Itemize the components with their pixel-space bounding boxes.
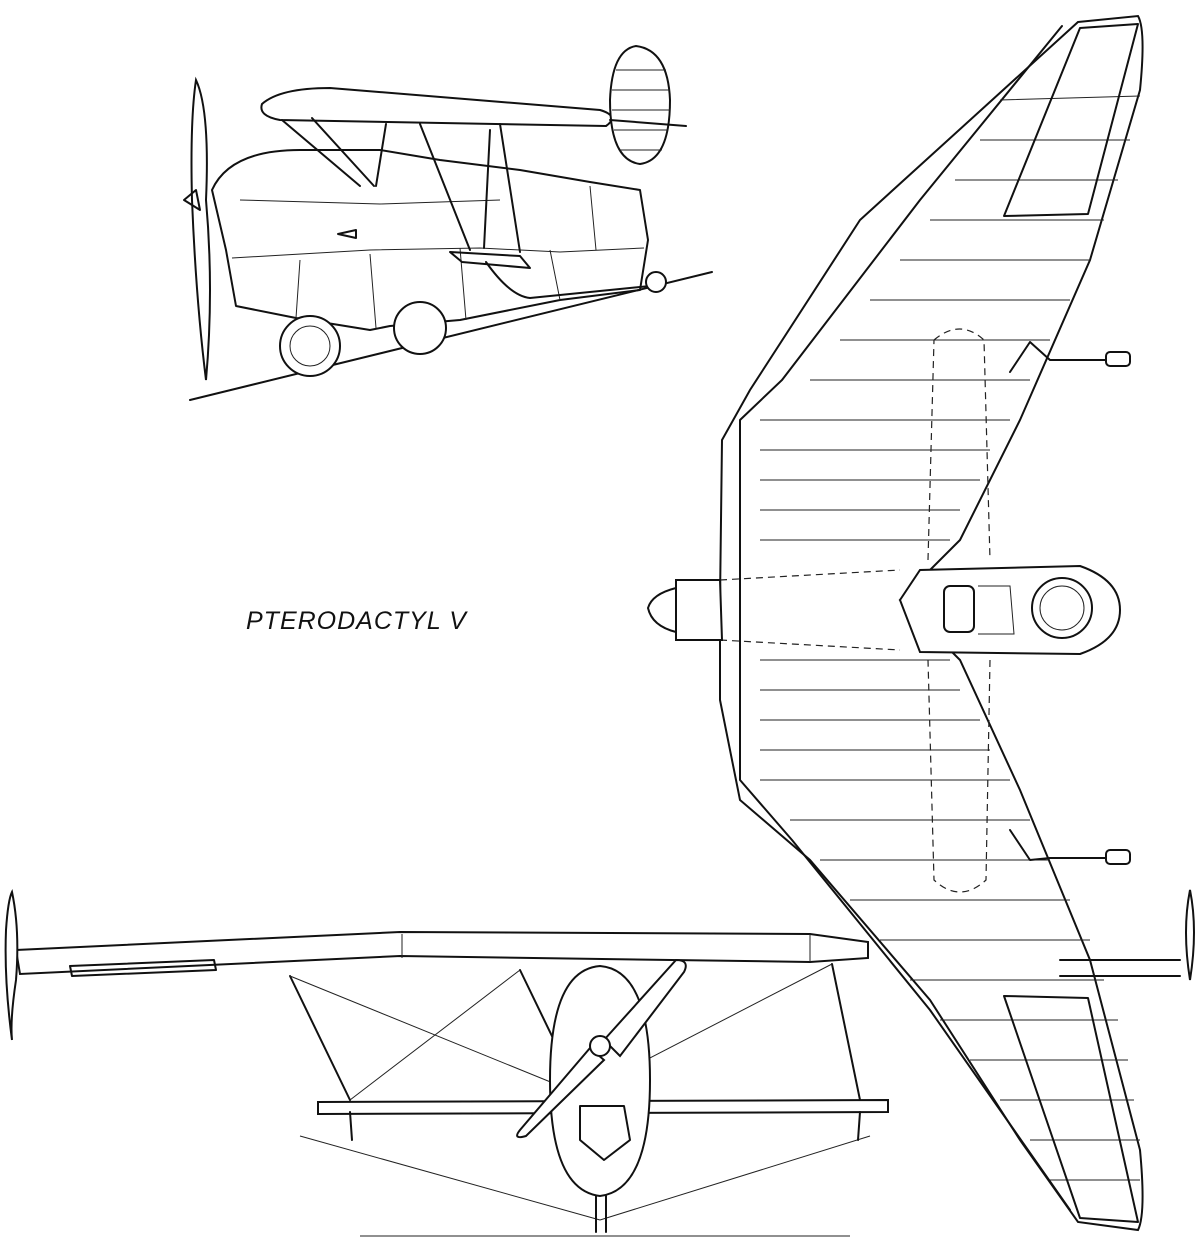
side-view [183,44,713,401]
front-view-propeller-blade-lower [516,1046,606,1139]
plan-view-tip-fitting-upper [1009,341,1117,373]
plan-view-tip-light-upper [1105,351,1131,367]
plan-view-engine-ring [1031,577,1093,639]
plan-view-spinner [646,586,677,634]
plan-view-tip-fitting-lower [1009,829,1117,861]
plan-view-dashed-outline [927,328,991,893]
front-view-tip-rudder [4,888,19,1041]
plan-view [646,14,1195,1232]
side-view-tip-rudder [608,44,672,166]
side-view-frames [295,185,597,329]
side-view-skid-fairing [449,251,531,269]
side-view-spinner [183,189,201,211]
side-view-fuselage [211,149,649,331]
plan-view-cockpit [943,585,975,633]
plan-view-leading-edge-line [739,25,1071,1211]
side-view-propeller [190,76,211,381]
front-view-tail-wheel [595,1195,607,1233]
front-view-wing [14,930,869,976]
side-view-fuselage-stringer [239,199,501,205]
plan-view-elevon-lower [1003,995,1139,1223]
side-view-main-wheel-far [393,301,447,355]
side-view-fuselage-line [231,247,645,259]
side-view-main-wheel [279,315,341,377]
plan-view-ribs-lower [760,659,1140,1181]
plan-view-ribs-upper [760,95,1141,541]
front-view-bracing [289,963,871,1221]
side-view-ground-line [189,271,713,401]
plan-view-rudder-boom [1059,959,1181,977]
plan-view-tip-rudder [1185,889,1195,981]
side-view-tail-wheel [645,271,667,293]
plan-view-tip-light-lower [1105,849,1131,865]
front-view-cockpit-opening [579,1105,631,1161]
drawing-title: PTERODACTYL V [246,607,468,635]
plan-view-nose [675,579,724,641]
front-view-propeller-blade-upper [602,958,687,1058]
side-view-tip-boom [609,119,687,127]
side-view-vent [337,229,357,239]
side-view-gear-leg [485,261,651,299]
front-view [4,888,889,1237]
plan-view-elevon-upper [1003,23,1139,217]
plan-view-wing [719,14,1144,1232]
front-view-spinner [589,1035,611,1057]
side-view-struts [281,117,521,253]
front-view-elevon [69,959,217,977]
